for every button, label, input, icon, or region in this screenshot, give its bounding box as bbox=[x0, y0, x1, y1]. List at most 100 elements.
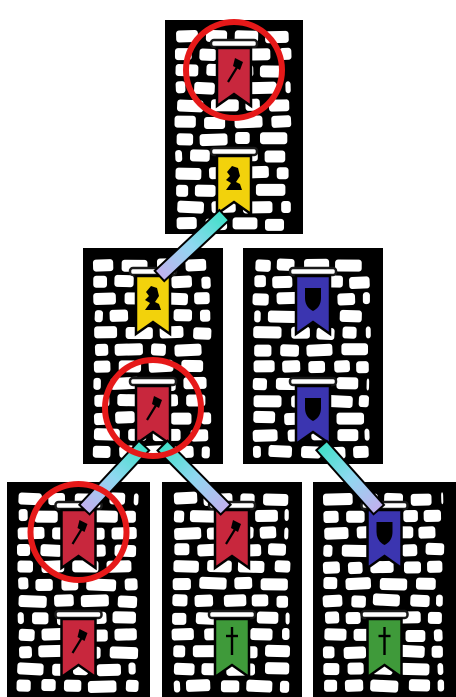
stone bbox=[94, 360, 111, 372]
stone bbox=[17, 544, 30, 556]
stone bbox=[323, 663, 339, 675]
stone bbox=[263, 493, 288, 506]
stone bbox=[323, 561, 340, 574]
stone bbox=[399, 645, 425, 658]
stone bbox=[282, 628, 289, 640]
stone bbox=[282, 360, 300, 373]
stone bbox=[94, 310, 103, 322]
stone bbox=[253, 326, 282, 339]
stone bbox=[177, 217, 197, 229]
stone bbox=[171, 275, 192, 288]
stone bbox=[427, 561, 443, 573]
stone bbox=[202, 446, 210, 458]
stone bbox=[308, 361, 325, 373]
stone bbox=[432, 646, 443, 658]
stone bbox=[172, 594, 188, 607]
stone bbox=[428, 612, 442, 624]
stone bbox=[234, 577, 252, 590]
stone bbox=[380, 578, 408, 590]
stone bbox=[185, 259, 206, 272]
stone bbox=[171, 413, 192, 425]
stone bbox=[246, 680, 272, 693]
stone bbox=[97, 664, 121, 677]
stone bbox=[95, 344, 109, 357]
tower-bottom-mid[interactable] bbox=[162, 482, 302, 697]
stone bbox=[441, 492, 443, 504]
stone bbox=[175, 81, 185, 93]
stone bbox=[438, 680, 445, 692]
stone bbox=[323, 511, 339, 523]
stone bbox=[194, 82, 215, 95]
tower-top[interactable] bbox=[165, 20, 303, 234]
tower-middle-left[interactable] bbox=[83, 248, 223, 464]
stone bbox=[233, 217, 258, 229]
stone bbox=[359, 395, 370, 407]
stone bbox=[254, 395, 282, 407]
stone bbox=[256, 184, 285, 196]
stone bbox=[175, 150, 182, 162]
stone bbox=[260, 132, 287, 144]
stone bbox=[173, 560, 199, 573]
stone bbox=[224, 594, 247, 607]
stone bbox=[19, 509, 28, 521]
towers-layer bbox=[7, 20, 456, 697]
stone bbox=[64, 680, 82, 692]
stone bbox=[249, 82, 277, 95]
stone bbox=[337, 413, 365, 425]
stone bbox=[115, 343, 144, 356]
stone bbox=[403, 510, 418, 522]
stone bbox=[115, 411, 135, 424]
stone bbox=[151, 343, 166, 356]
stone bbox=[177, 133, 194, 145]
stone bbox=[174, 527, 202, 540]
tower-middle-right[interactable] bbox=[243, 248, 383, 464]
stone bbox=[336, 377, 358, 389]
stone bbox=[252, 293, 269, 306]
stone bbox=[277, 596, 289, 608]
stone bbox=[124, 578, 137, 591]
stone bbox=[174, 491, 198, 504]
stone bbox=[253, 429, 278, 442]
stone bbox=[253, 446, 261, 458]
stone bbox=[341, 343, 368, 355]
stone bbox=[35, 579, 52, 591]
stone bbox=[174, 116, 195, 128]
stone bbox=[93, 446, 111, 458]
stone bbox=[324, 680, 337, 692]
stone bbox=[40, 544, 62, 557]
banner-rod bbox=[211, 40, 257, 47]
banner-rod bbox=[209, 611, 255, 618]
stone bbox=[18, 612, 24, 624]
stone bbox=[268, 543, 286, 556]
stone bbox=[81, 594, 109, 607]
stone bbox=[349, 276, 370, 289]
stone bbox=[280, 344, 299, 357]
stone bbox=[285, 81, 290, 93]
stone bbox=[323, 646, 335, 658]
stone bbox=[277, 167, 289, 179]
stone bbox=[172, 613, 186, 625]
tower-bottom-right[interactable] bbox=[313, 482, 456, 697]
tower-bottom-left[interactable] bbox=[7, 482, 150, 697]
stone bbox=[254, 345, 271, 357]
stone bbox=[177, 200, 204, 213]
stone bbox=[271, 115, 291, 128]
stone bbox=[346, 511, 365, 523]
stone bbox=[306, 344, 332, 357]
stone bbox=[93, 292, 116, 305]
stone bbox=[173, 578, 191, 590]
stone bbox=[112, 611, 136, 623]
stone bbox=[437, 663, 443, 675]
stone bbox=[342, 326, 356, 338]
stone bbox=[351, 595, 366, 608]
stone bbox=[249, 48, 270, 60]
stone bbox=[265, 662, 289, 675]
stone bbox=[118, 595, 138, 608]
stone bbox=[416, 578, 436, 590]
stone bbox=[348, 562, 363, 575]
stone bbox=[18, 595, 47, 608]
stone bbox=[54, 594, 74, 607]
stone bbox=[324, 527, 349, 540]
stone bbox=[19, 646, 32, 658]
